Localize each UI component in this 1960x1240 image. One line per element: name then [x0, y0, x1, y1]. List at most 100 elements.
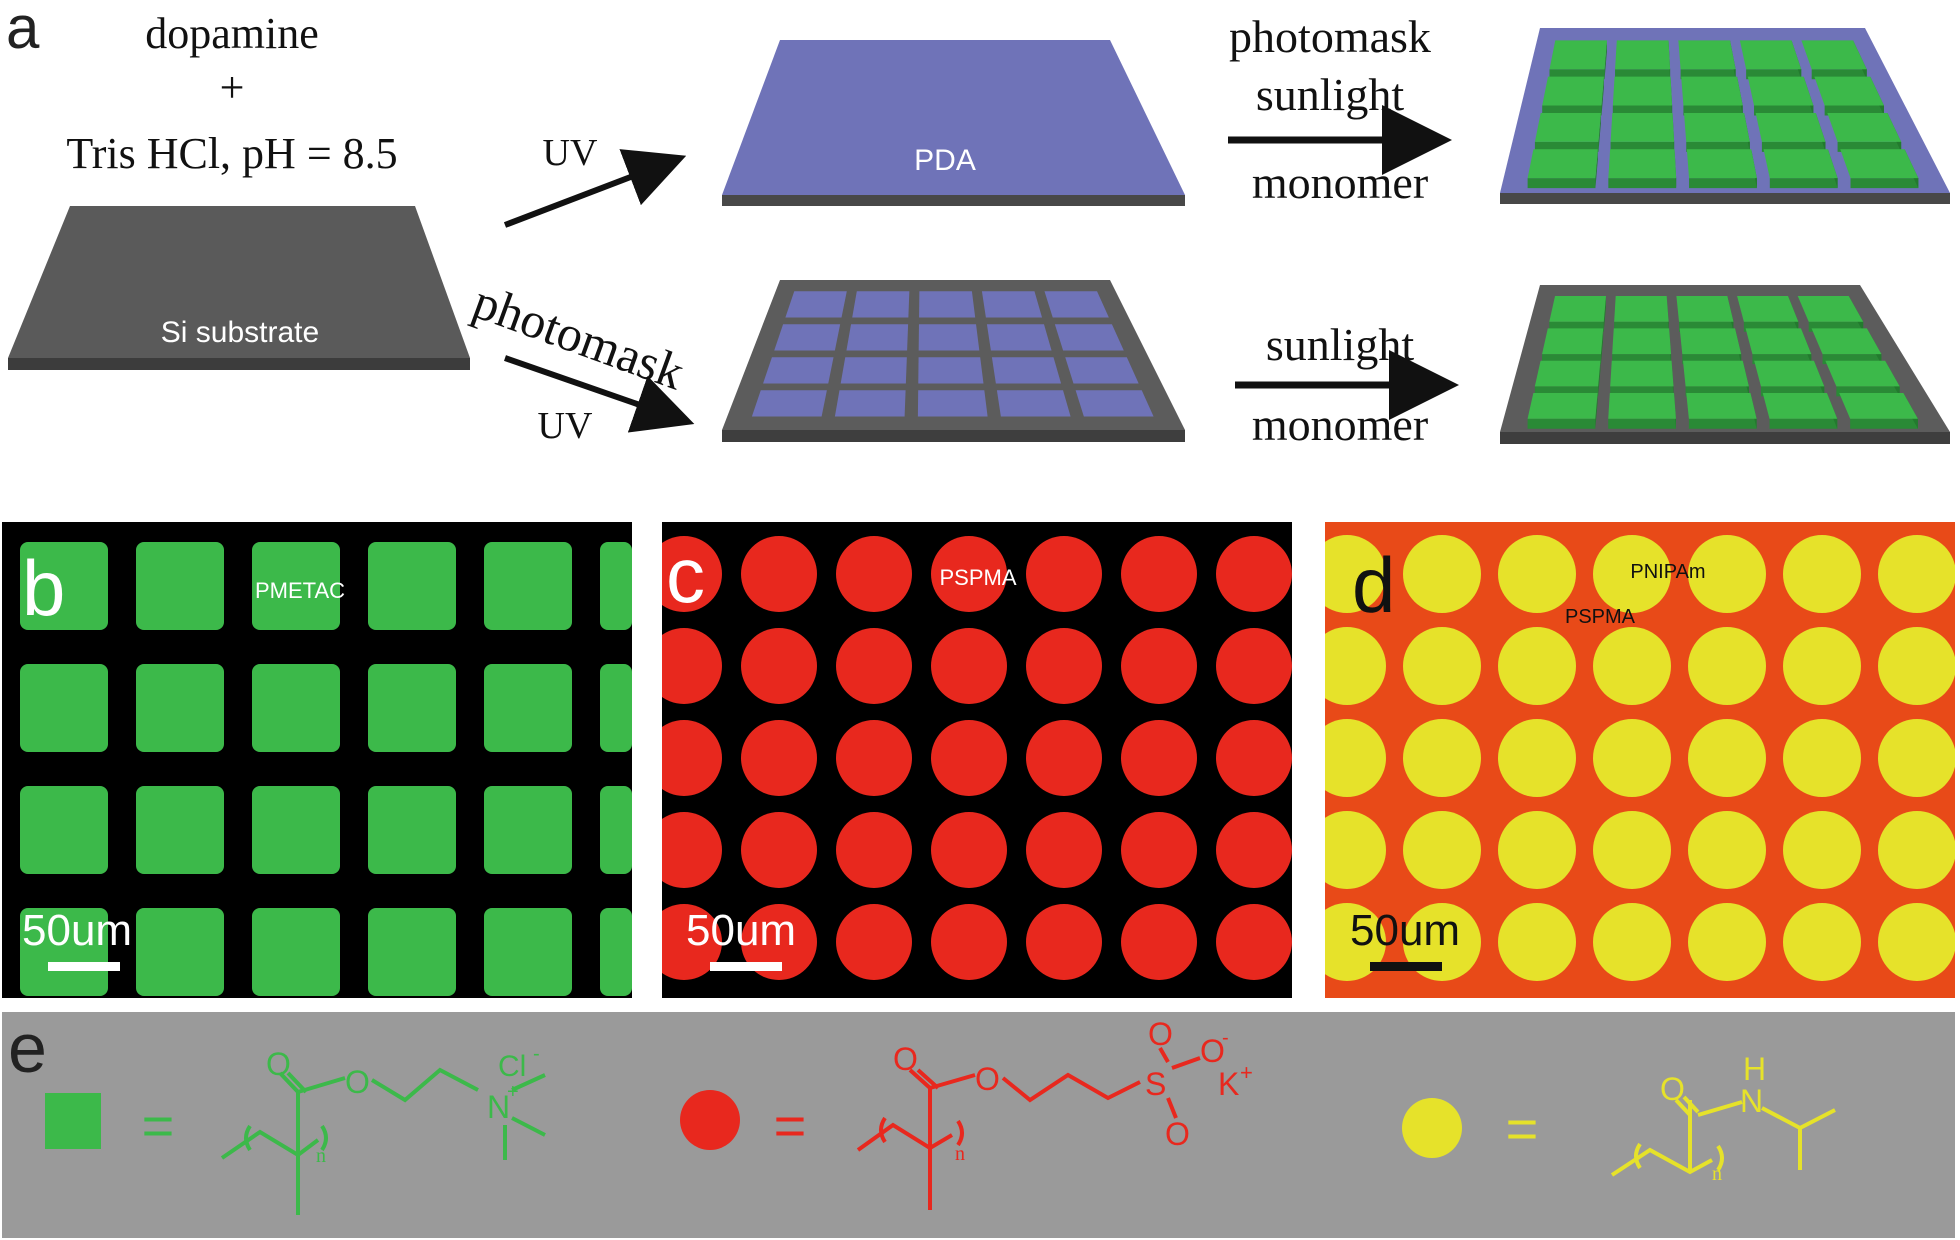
- green-block: [1610, 360, 1674, 387]
- green-square: [600, 542, 632, 630]
- green-block: [1614, 296, 1669, 322]
- green-block-side: [1527, 418, 1596, 429]
- green-block: [1762, 393, 1838, 419]
- red-dot: [836, 812, 912, 888]
- pda-square: [1065, 357, 1139, 384]
- panel-b-square-array: [20, 542, 632, 996]
- green-square: [368, 664, 456, 752]
- red-dot: [1121, 628, 1197, 704]
- pspma-atoms: O O S O O - O K + n: [893, 1016, 1253, 1165]
- green-block: [1763, 149, 1838, 179]
- red-dot: [1216, 536, 1292, 612]
- green-square: [484, 786, 572, 874]
- panel-d-scalebar-label: 50um: [1350, 906, 1460, 955]
- reactant-buffer: Tris HCl, pH = 8.5: [66, 129, 397, 178]
- green-block: [1825, 360, 1900, 387]
- pspma-oxygen-1: O: [893, 1041, 918, 1077]
- green-block-edge: [1601, 76, 1604, 116]
- red-dot: [836, 904, 912, 980]
- panel-d: d PNIPAm PSPMA 50um: [1325, 522, 1955, 998]
- pmetac-cl-charge: -: [533, 1043, 540, 1065]
- lower-right-label-sunlight: sunlight: [1266, 319, 1414, 370]
- yellow-dot: [1593, 627, 1671, 705]
- red-dot: [1216, 628, 1292, 704]
- green-square: [484, 908, 572, 996]
- panel-b-label: b: [22, 544, 65, 632]
- yellow-dot: [1878, 627, 1955, 705]
- green-block: [1827, 112, 1902, 142]
- panel-b: b PMETAC 50um: [2, 522, 632, 998]
- red-dot: [1026, 812, 1102, 888]
- yellow-dot: [1783, 811, 1861, 889]
- yellow-dot: [1403, 627, 1481, 705]
- green-square: [20, 542, 108, 630]
- green-block-array-top: [1527, 40, 1919, 189]
- yellow-dot: [1688, 535, 1766, 613]
- substrate-label: Si substrate: [161, 316, 319, 349]
- yellow-dot: [1403, 535, 1481, 613]
- panel-d-polymer1-label: PNIPAm: [1630, 561, 1705, 583]
- green-block-side: [1850, 178, 1919, 189]
- upper-arrow: [503, 149, 687, 228]
- pnipam-nitrogen: N: [1740, 1083, 1763, 1119]
- pspma-potassium: K: [1218, 1066, 1239, 1102]
- yellow-dot: [1325, 535, 1386, 613]
- red-dot: [741, 812, 817, 888]
- yellow-dot: [1783, 903, 1861, 981]
- red-dot: [662, 904, 722, 980]
- green-block: [1747, 76, 1814, 106]
- legend-green-square: [45, 1093, 101, 1149]
- yellow-dot: [1878, 719, 1955, 797]
- pda-square: [846, 324, 909, 351]
- green-block-side: [1527, 178, 1596, 189]
- pda-square: [917, 390, 988, 417]
- panel-d-dot-array: [1325, 535, 1955, 981]
- pmetac-n-subscript: n: [316, 1145, 326, 1167]
- green-block-side: [1769, 178, 1838, 189]
- red-dot: [1121, 904, 1197, 980]
- red-dot: [741, 904, 817, 980]
- green-block: [1686, 149, 1757, 179]
- pda-square: [774, 324, 841, 351]
- yellow-dot: [1783, 719, 1861, 797]
- green-block: [1676, 296, 1734, 322]
- green-block-side: [1689, 178, 1757, 189]
- yellow-dot: [1688, 719, 1766, 797]
- yellow-dot: [1593, 719, 1671, 797]
- panel-d-scalebar: [1370, 962, 1442, 971]
- green-block: [1542, 328, 1604, 355]
- upper-right-label-photomask: photomask: [1229, 11, 1431, 62]
- green-square: [368, 908, 456, 996]
- pmetac-nitrogen: N: [487, 1089, 510, 1125]
- green-square: [252, 542, 340, 630]
- panel-a-label: a: [6, 0, 40, 61]
- green-square: [136, 908, 224, 996]
- red-dot: [1026, 628, 1102, 704]
- red-dot: [1216, 812, 1292, 888]
- patterned-pda-substrate: [722, 280, 1185, 442]
- red-dot: [662, 812, 722, 888]
- green-square: [252, 664, 340, 752]
- upper-right-label-monomer: monomer: [1252, 157, 1428, 208]
- pmetac-n-charge: +: [507, 1081, 519, 1103]
- green-block: [1797, 296, 1864, 322]
- pmetac-atoms: O O N + Cl - n: [266, 1043, 540, 1167]
- panel-b-polymer-label: PMETAC: [255, 578, 345, 603]
- panel-c-scalebar-label: 50um: [686, 906, 796, 955]
- yellow-dot: [1688, 903, 1766, 981]
- green-block: [1681, 76, 1743, 106]
- red-dot: [1121, 536, 1197, 612]
- red-dot: [931, 628, 1007, 704]
- red-dot: [931, 720, 1007, 796]
- red-dot: [1121, 812, 1197, 888]
- red-dot: [741, 720, 817, 796]
- green-block: [1814, 76, 1884, 106]
- green-square: [368, 542, 456, 630]
- pda-square: [751, 390, 827, 417]
- red-dot: [741, 536, 817, 612]
- green-square: [20, 908, 108, 996]
- pspma-n-subscript: n: [955, 1143, 965, 1165]
- pnipam-hydrogen: H: [1743, 1051, 1766, 1087]
- pspma-oxygen-2: O: [975, 1061, 1000, 1097]
